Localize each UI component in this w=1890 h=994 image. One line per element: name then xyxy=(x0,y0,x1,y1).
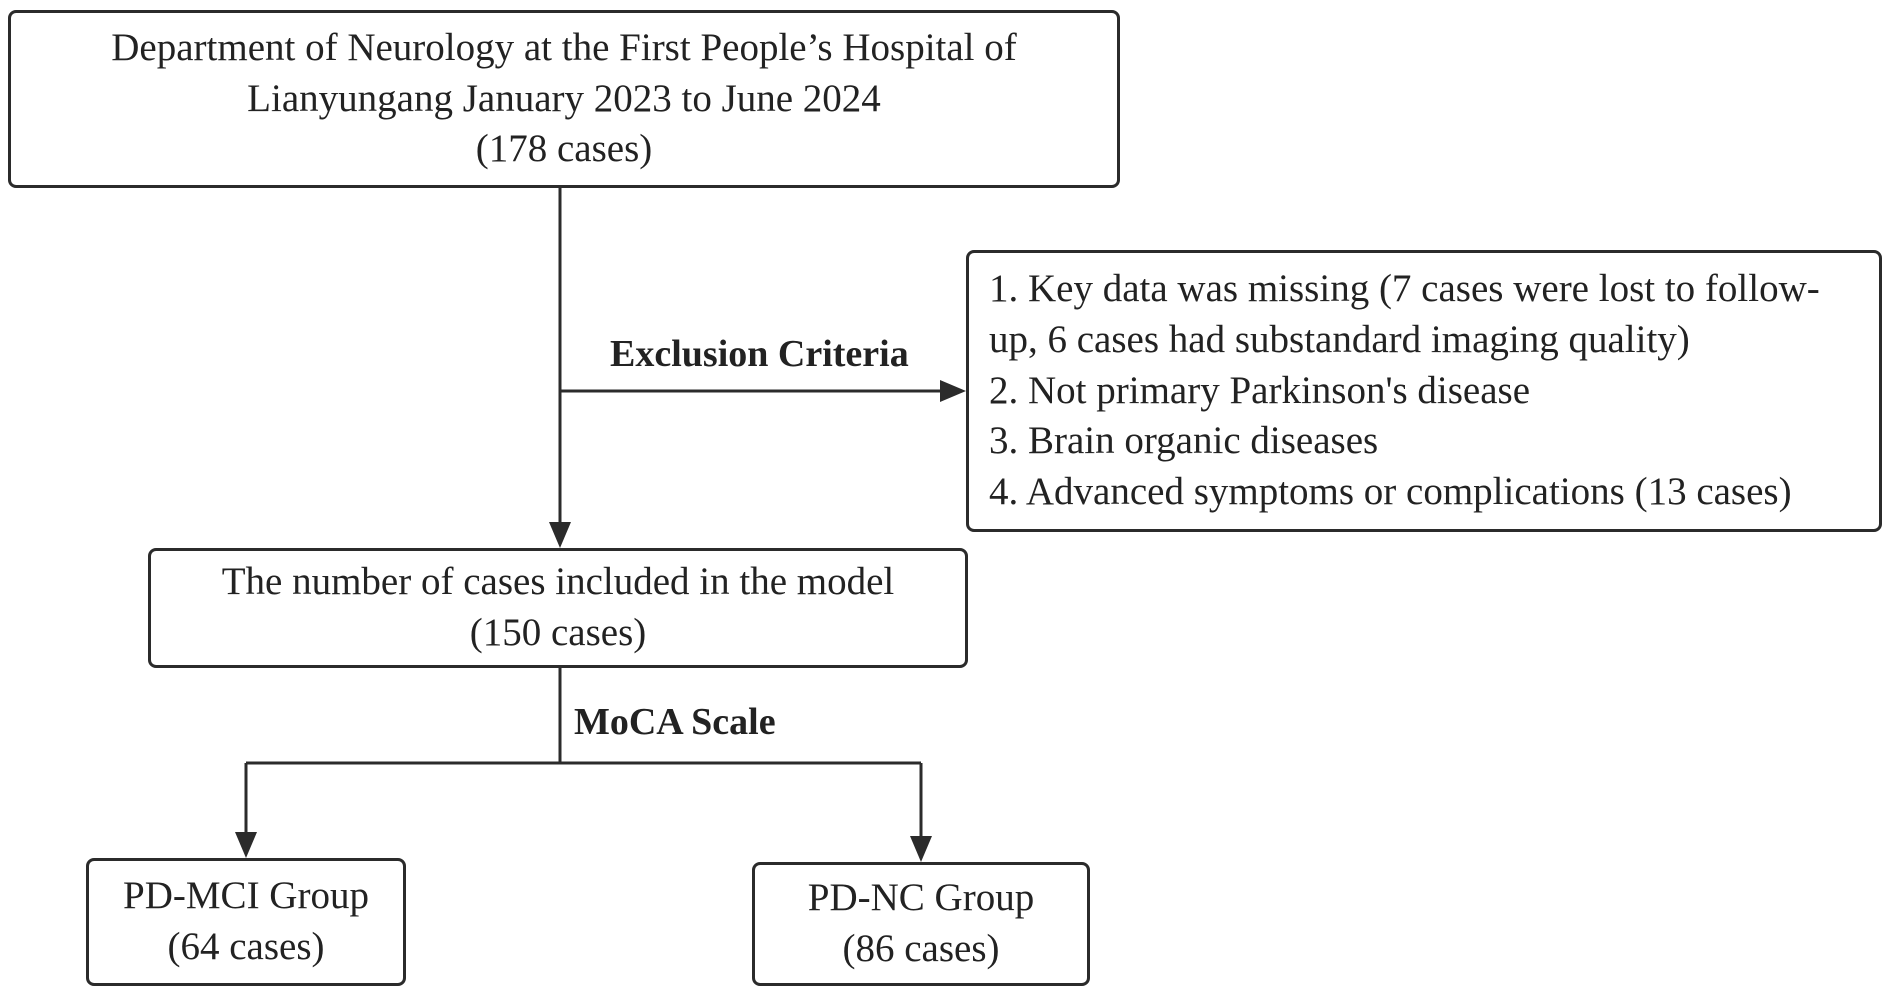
pd-mci-line-2: (64 cases) xyxy=(167,925,325,968)
exclusion-line-1: 1. Key data was missing (7 cases were lo… xyxy=(989,267,1820,311)
source-line-1: Department of Neurology at the First Peo… xyxy=(111,25,1017,69)
exclusion-line-3: 2. Not primary Parkinson's disease xyxy=(989,368,1531,412)
exclusion-line-2: up, 6 cases had substandard imaging qual… xyxy=(989,317,1690,361)
pd-nc-group-box: PD-NC Group (86 cases) xyxy=(752,862,1090,986)
exclusion-box: 1. Key data was missing (7 cases were lo… xyxy=(966,250,1882,532)
arrowhead-pd-nc xyxy=(910,836,932,862)
source-line-2: Lianyungang January 2023 to June 2024 xyxy=(247,76,881,120)
pd-nc-line-2: (86 cases) xyxy=(842,927,1000,970)
pd-mci-line-1: PD-MCI Group xyxy=(123,874,369,918)
pd-mci-group-box: PD-MCI Group (64 cases) xyxy=(86,858,406,986)
exclusion-criteria-label: Exclusion Criteria xyxy=(610,333,909,375)
exclusion-line-5: 4. Advanced symptoms or complications (1… xyxy=(989,470,1792,514)
arrowhead-included xyxy=(549,522,571,548)
arrowhead-pd-mci xyxy=(235,832,257,858)
arrowhead-exclusion xyxy=(940,380,966,402)
included-line-2: (150 cases) xyxy=(469,611,647,654)
pd-nc-line-1: PD-NC Group xyxy=(807,876,1035,920)
source-line-3: (178 cases) xyxy=(475,127,653,171)
moca-scale-label: MoCA Scale xyxy=(574,701,776,743)
included-box: The number of cases included in the mode… xyxy=(148,548,968,668)
included-line-1: The number of cases included in the mode… xyxy=(221,560,895,604)
source-box: Department of Neurology at the First Peo… xyxy=(8,10,1120,188)
exclusion-line-4: 3. Brain organic diseases xyxy=(989,419,1379,463)
